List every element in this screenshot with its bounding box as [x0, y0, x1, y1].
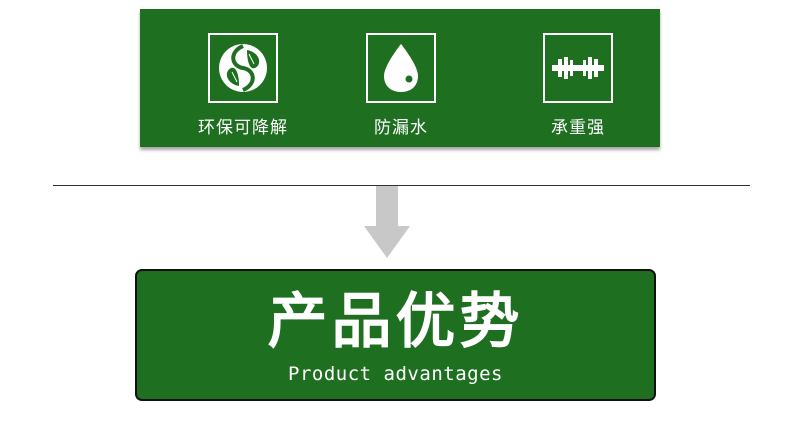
feature-load: 承重强 — [513, 33, 643, 138]
advantages-banner: 产品优势 Product advantages — [135, 269, 656, 401]
down-arrow-icon — [364, 186, 410, 264]
feature-load-label: 承重强 — [551, 118, 605, 138]
feature-eco-label: 环保可降解 — [198, 118, 288, 138]
divider-line — [53, 185, 750, 186]
water-drop-icon — [366, 33, 436, 103]
banner-subtitle: Product advantages — [288, 363, 503, 385]
feature-eco: 环保可降解 — [178, 33, 308, 138]
banner-title: 产品优势 — [267, 287, 524, 357]
leaf-yin-yang-icon — [208, 33, 278, 103]
feature-leakproof: 防漏水 — [336, 33, 466, 138]
feature-panel: 环保可降解 防漏水 承重强 — [140, 9, 660, 147]
dumbbell-icon — [543, 33, 613, 103]
feature-leakproof-label: 防漏水 — [374, 118, 428, 138]
